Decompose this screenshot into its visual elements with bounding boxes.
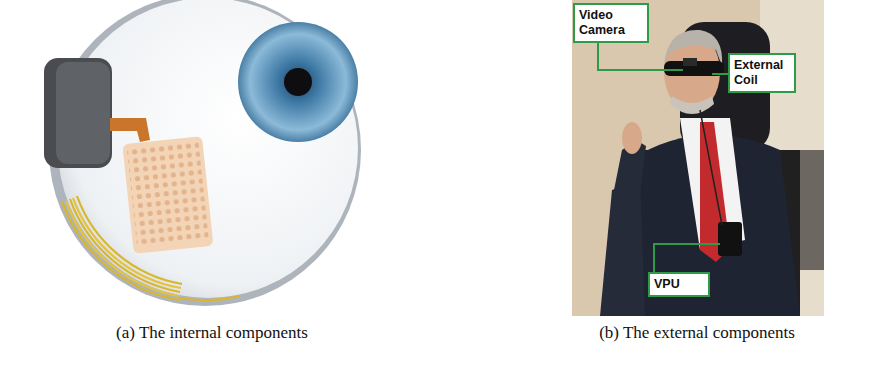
callout-box: Video Camera — [573, 3, 649, 43]
eye-illustration — [44, 0, 361, 306]
callout-text: External Coil — [734, 58, 790, 88]
electrode-array — [122, 136, 213, 254]
electronics-case-face — [56, 62, 110, 164]
photo — [572, 0, 824, 316]
coil-wire — [180, 296, 240, 300]
callout-box: VPU — [648, 272, 710, 297]
ribbon-cable — [110, 118, 150, 142]
sclera-rim — [49, 0, 361, 306]
iris — [238, 22, 358, 142]
subfigure-caption: (a) The internal components — [116, 323, 308, 343]
callout-box: External Coil — [728, 53, 796, 93]
pupil — [284, 68, 312, 96]
callout-text: VPU — [654, 277, 704, 292]
electronics-case — [44, 58, 112, 168]
leader-line — [598, 40, 683, 70]
callout-text: Video Camera — [579, 8, 643, 38]
subfigure-caption: (b) The external components — [599, 323, 795, 343]
